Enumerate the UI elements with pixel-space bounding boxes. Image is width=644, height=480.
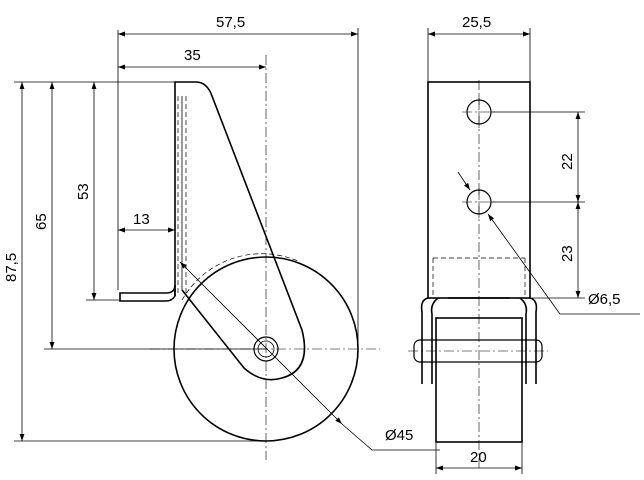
side-view [119,55,380,460]
dim-overall-width: 57,5 [216,14,245,31]
dim-hole-spacing: 22 [559,153,576,170]
dim-wheel-width: 20 [470,449,487,466]
dim-hole-diameter: Ø6,5 [588,291,621,308]
fork-right-leg [519,297,538,384]
dim-axle-height: 65 [33,213,50,230]
front-view [408,80,548,470]
dim-wheel-diameter: Ø45 [385,427,413,444]
dim-hole-offset: 35 [184,47,201,64]
side-view-dimensions: 57,5 35 13 87,5 65 53 Ø45 [3,14,440,451]
dim-overall-height: 87,5 [3,253,20,282]
bracket-plate [174,81,306,381]
dim-top-hole-height: 53 [75,183,92,200]
dim-bracket-depth: 13 [133,211,150,228]
dim-bracket-width: 25,5 [462,14,491,31]
front-view-dimensions: 25,5 22 23 Ø6,5 20 [427,14,640,474]
wheel-hidden-hub [436,339,522,363]
plate-hidden-holes [177,96,187,296]
dim-hole-to-edge: 23 [559,245,576,262]
bracket-flange [119,284,176,302]
fork-left-leg [420,297,439,384]
